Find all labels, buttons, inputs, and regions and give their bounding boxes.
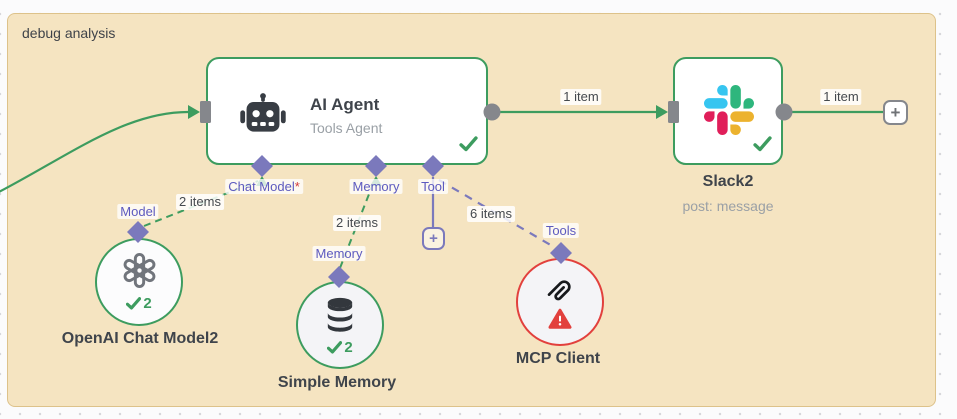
robot-icon	[238, 91, 288, 146]
edge-label-memory: 2 items	[333, 215, 381, 231]
node-title-simple-memory: Simple Memory	[277, 374, 397, 391]
add-next-node-button[interactable]: +	[883, 100, 908, 125]
success-check-icon	[753, 136, 772, 157]
success-check-icon	[459, 136, 478, 157]
edge-label-mcp: 6 items	[467, 206, 515, 222]
node-simple-memory[interactable]: 2	[296, 281, 384, 369]
database-icon	[323, 295, 357, 338]
node-title: AI Agent	[310, 95, 380, 114]
port-label-tools: Tools	[542, 223, 580, 238]
node-ai-agent[interactable]: AI Agent Tools Agent	[206, 57, 488, 165]
node-subtitle: Tools Agent	[310, 120, 383, 136]
edge-label-openai: 2 items	[176, 194, 224, 210]
node-subtitle-slack: post: message	[682, 198, 774, 214]
run-status-badge: 2	[126, 295, 152, 312]
error-warning-icon	[548, 308, 572, 335]
edge-label-slack-to-next: 1 item	[820, 89, 862, 105]
run-status-badge: 2	[327, 339, 353, 356]
openai-icon	[121, 252, 158, 294]
port-label-chat-model: Chat Model*	[225, 179, 303, 194]
required-asterisk: *	[294, 179, 300, 194]
port-label-tool: Tool	[418, 179, 448, 194]
node-title-mcp-client: MCP Client	[515, 350, 601, 367]
add-tool-button[interactable]: +	[422, 227, 445, 250]
success-check-icon	[327, 340, 343, 354]
node-openai-chat-model[interactable]: 2	[95, 238, 183, 326]
node-title-slack: Slack2	[702, 173, 754, 190]
sticky-note-title: debug analysis	[22, 25, 116, 41]
node-slack[interactable]	[673, 57, 783, 165]
node-mcp-client[interactable]	[516, 258, 604, 346]
mcp-icon	[545, 275, 576, 311]
edge-label-agent-to-slack: 1 item	[560, 89, 602, 105]
success-check-icon	[126, 297, 142, 310]
port-label-memory: Memory	[349, 179, 403, 194]
port-label-model: Model	[117, 204, 159, 219]
slack-icon	[704, 85, 754, 140]
port-label-memory-sub: Memory	[312, 246, 366, 261]
node-title-openai: OpenAI Chat Model2	[61, 330, 219, 347]
